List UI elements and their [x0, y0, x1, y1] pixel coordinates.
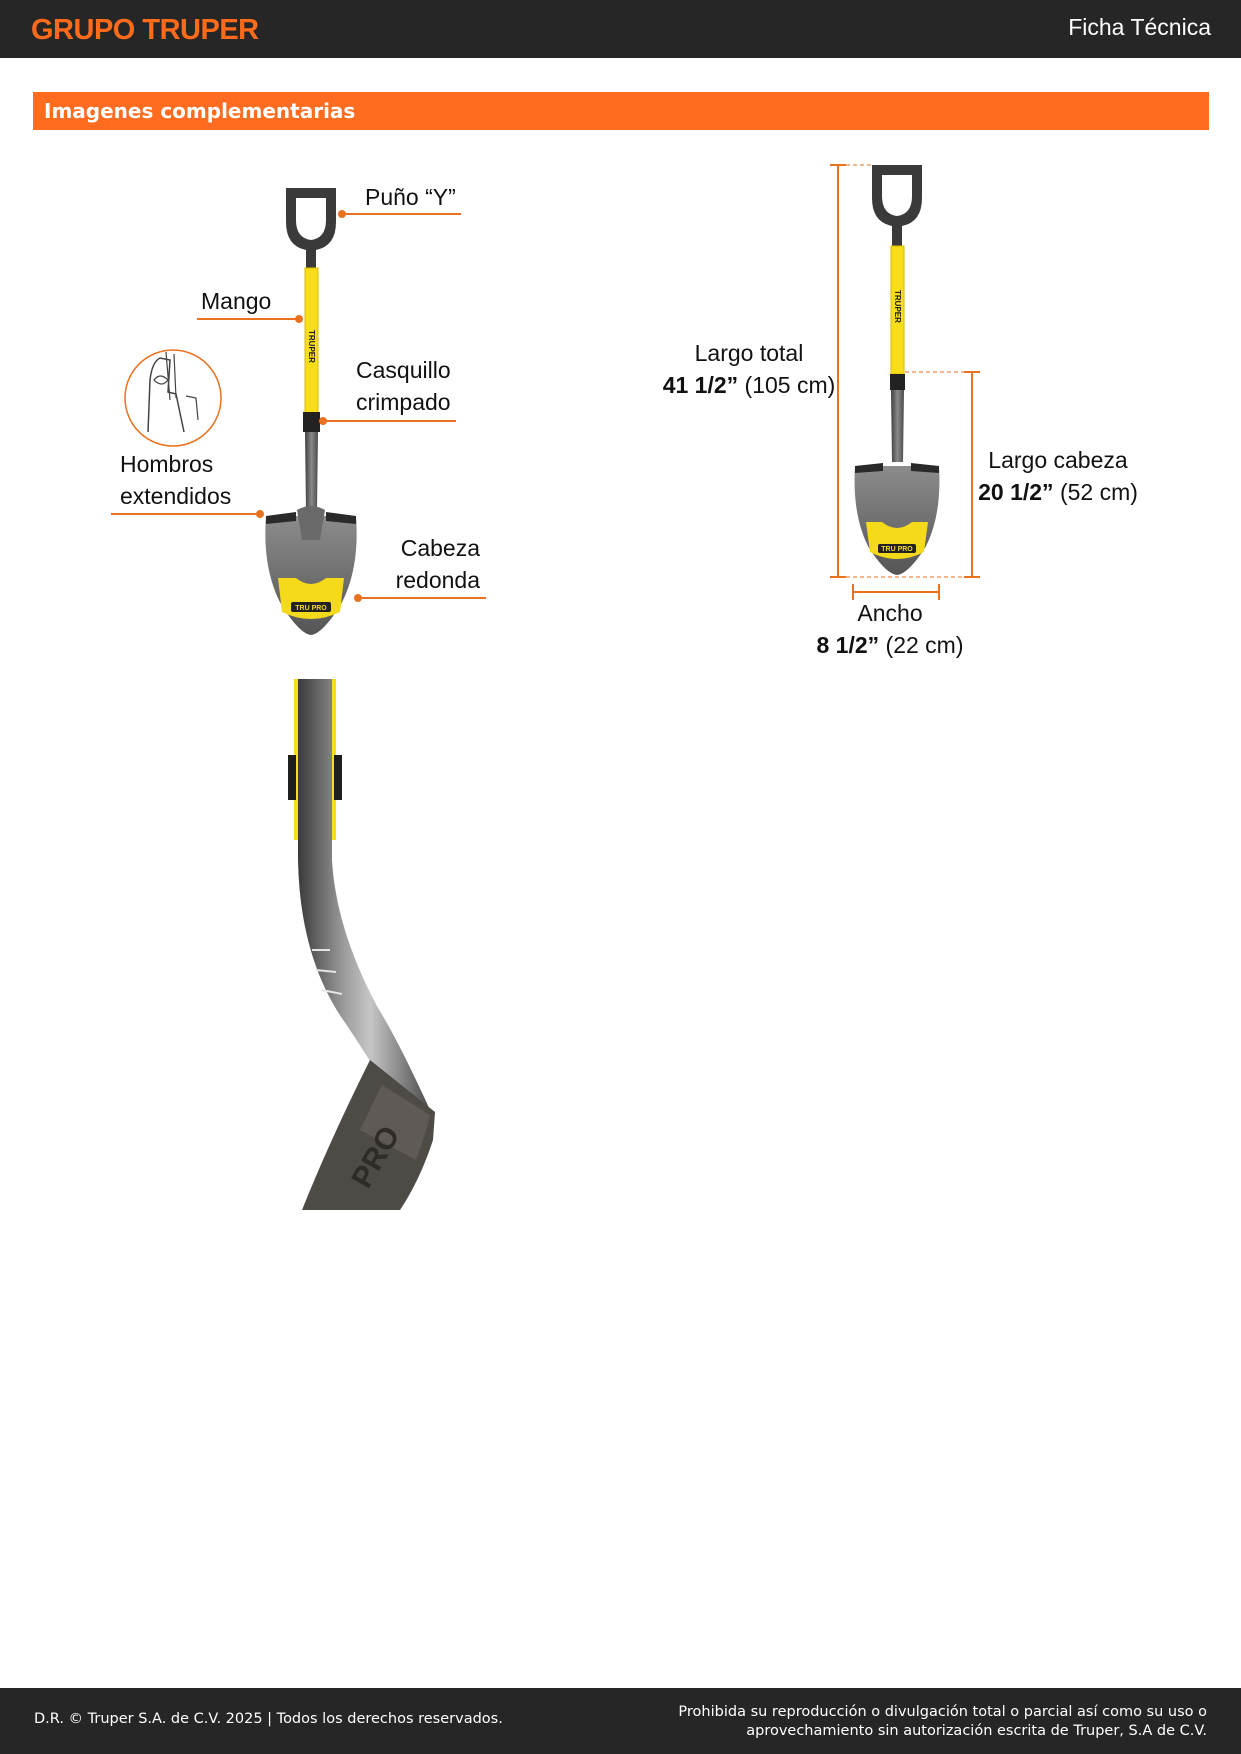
shoulders-detail-inset [124, 349, 222, 447]
copyright-text: D.R. © Truper S.A. de C.V. 2025 | Todos … [34, 1711, 503, 1727]
label-shoulders: Hombros extendidos [120, 451, 232, 509]
head-brand-text-2: TRU PRO [881, 546, 913, 553]
head-brand-text: TRU PRO [295, 605, 327, 612]
handle-brand-text: TRUPER [307, 330, 316, 363]
label-ferrule: Casquillo crimpado [356, 357, 451, 415]
dimension-width: Ancho 8 1/2” (22 cm) [816, 600, 964, 658]
legal-notice: Prohibida su reproducción o divulgación … [678, 1704, 1207, 1739]
handle-brand-text-2: TRUPER [893, 290, 902, 323]
label-handle: Mango [201, 288, 272, 314]
shovel-parts-illustration: TRUPER TRU PRO [111, 188, 486, 635]
footer-bar: D.R. © Truper S.A. de C.V. 2025 | Todos … [0, 1688, 1241, 1754]
neck-closeup-image: PRO [288, 679, 435, 1210]
header-bar: GRUPO TRUPER Ficha Técnica [0, 0, 1241, 58]
sheet-title: Ficha Técnica [1068, 14, 1211, 40]
dimension-head-length: Largo cabeza 20 1/2” (52 cm) [978, 447, 1138, 505]
label-head: Cabeza redonda [395, 535, 480, 593]
label-grip: Puño “Y” [365, 184, 456, 210]
section-title: Imagenes complementarias [44, 99, 356, 123]
brand-logo: GRUPO TRUPER [31, 14, 259, 46]
section-header: Imagenes complementarias [33, 92, 1209, 130]
shovel-dimensions-illustration: TRUPER TRU PRO [830, 164, 980, 600]
dimension-total-length: Largo total 41 1/2” (105 cm) [662, 340, 836, 398]
